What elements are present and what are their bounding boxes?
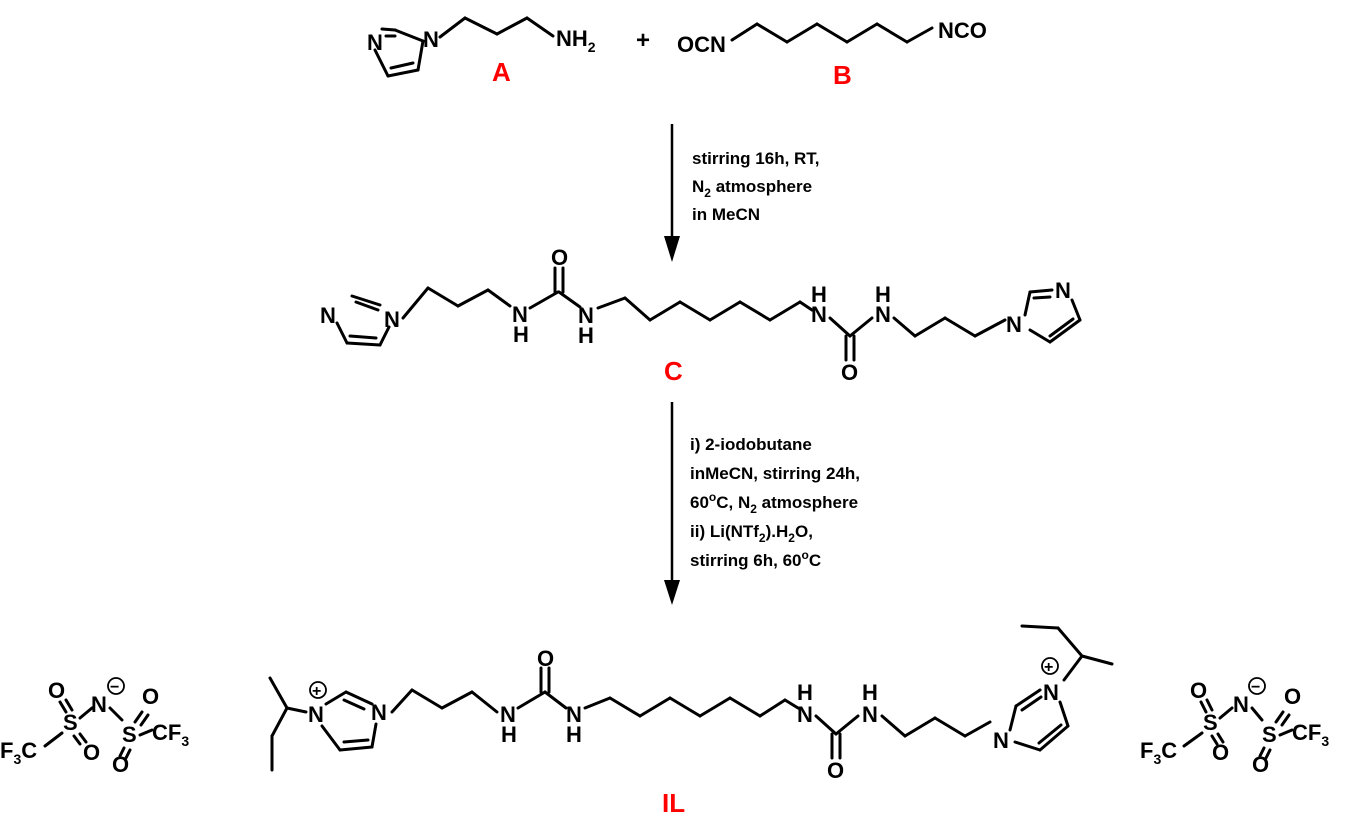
condition-line: in MeCN xyxy=(692,205,760,224)
atom-o: O xyxy=(83,740,100,765)
compound-c-structure: N N N H O N H H N O H N xyxy=(320,245,1082,385)
atom-h: H xyxy=(797,680,813,705)
plus-sign: + xyxy=(636,27,650,54)
isocyanate-right: NCO xyxy=(938,18,987,43)
atom-n: N xyxy=(1233,692,1249,717)
condition-line: stirring 16h, RT, xyxy=(692,149,820,168)
atom-o: O xyxy=(1190,678,1207,703)
atom-o: O xyxy=(1284,684,1301,709)
atom-h: H xyxy=(566,722,582,747)
atom-n: N xyxy=(423,27,439,52)
trifluoromethyl-group: F3C xyxy=(0,738,37,767)
reaction-arrow-2 xyxy=(664,402,680,605)
atom-s: S xyxy=(63,710,78,735)
atom-h: H xyxy=(875,282,891,307)
atom-n: N xyxy=(91,692,107,717)
il-cation-structure: N + N N H O N H H N xyxy=(268,624,1114,783)
compound-a-structure: N N NH2 xyxy=(367,16,596,78)
atom-h: H xyxy=(578,323,594,348)
conditions-step-1: stirring 16h, RT, N2 atmosphere in MeCN xyxy=(692,149,820,224)
atom-h: H xyxy=(811,282,827,307)
negative-charge: − xyxy=(110,679,119,696)
atom-o: O xyxy=(1212,740,1229,765)
negative-charge: − xyxy=(1251,679,1260,696)
label-compound-a: A xyxy=(492,57,511,87)
condition-line: ii) Li(NTf2).H2O, xyxy=(690,522,813,545)
atom-n: N xyxy=(367,30,383,55)
atom-n: N xyxy=(811,302,827,327)
atom-o: O xyxy=(841,360,858,385)
atom-s: S xyxy=(1262,722,1277,747)
atom-n: N xyxy=(384,307,400,332)
atom-h: H xyxy=(513,322,529,347)
atom-n: N xyxy=(371,700,387,725)
atom-s: S xyxy=(1203,710,1218,735)
condition-line: N2 atmosphere xyxy=(692,177,812,200)
atom-n: N xyxy=(578,303,594,328)
reaction-arrow-1 xyxy=(664,124,680,262)
atom-n: N xyxy=(1055,278,1071,303)
label-compound-il: IL xyxy=(662,788,685,818)
atom-o: O xyxy=(827,758,844,783)
amine-group: NH2 xyxy=(556,26,596,55)
atom-n: N xyxy=(797,702,813,727)
compound-b-structure: OCN NCO xyxy=(677,18,987,57)
atom-o: O xyxy=(142,684,159,709)
atom-o: O xyxy=(551,245,568,270)
condition-line: 60oC, N2 atmosphere xyxy=(690,490,858,516)
positive-charge: + xyxy=(1044,659,1053,676)
atom-n: N xyxy=(1006,312,1022,337)
label-compound-b: B xyxy=(833,60,852,90)
condition-line: inMeCN, stirring 24h, xyxy=(690,464,860,483)
atom-s: S xyxy=(122,722,137,747)
atom-n: N xyxy=(512,302,528,327)
atom-h: H xyxy=(862,680,878,705)
atom-n: N xyxy=(320,303,336,328)
ntf2-anion-left: O O S F3C N − S O O CF3 xyxy=(0,677,189,777)
atom-o: O xyxy=(48,678,65,703)
condition-line: i) 2-iodobutane xyxy=(690,435,812,454)
atom-o: O xyxy=(537,646,554,671)
trifluoromethyl-group: F3C xyxy=(1140,738,1177,767)
label-compound-c: C xyxy=(664,356,683,386)
atom-n: N xyxy=(993,728,1009,753)
atom-n: N xyxy=(308,702,324,727)
atom-n: N xyxy=(1043,680,1059,705)
atom-n: N xyxy=(875,302,891,327)
positive-charge: + xyxy=(312,683,321,700)
trifluoromethyl-group: CF3 xyxy=(152,720,189,749)
atom-n: N xyxy=(566,702,582,727)
atom-n: N xyxy=(500,702,516,727)
condition-line: stirring 6h, 60oC xyxy=(690,548,821,570)
isocyanate-left: OCN xyxy=(677,32,726,57)
conditions-step-2: i) 2-iodobutane inMeCN, stirring 24h, 60… xyxy=(690,435,860,570)
trifluoromethyl-group: CF3 xyxy=(1292,720,1329,749)
atom-h: H xyxy=(501,722,517,747)
ntf2-anion-right: O O S F3C N − S O O CF3 xyxy=(1140,677,1329,777)
atom-n: N xyxy=(862,702,878,727)
